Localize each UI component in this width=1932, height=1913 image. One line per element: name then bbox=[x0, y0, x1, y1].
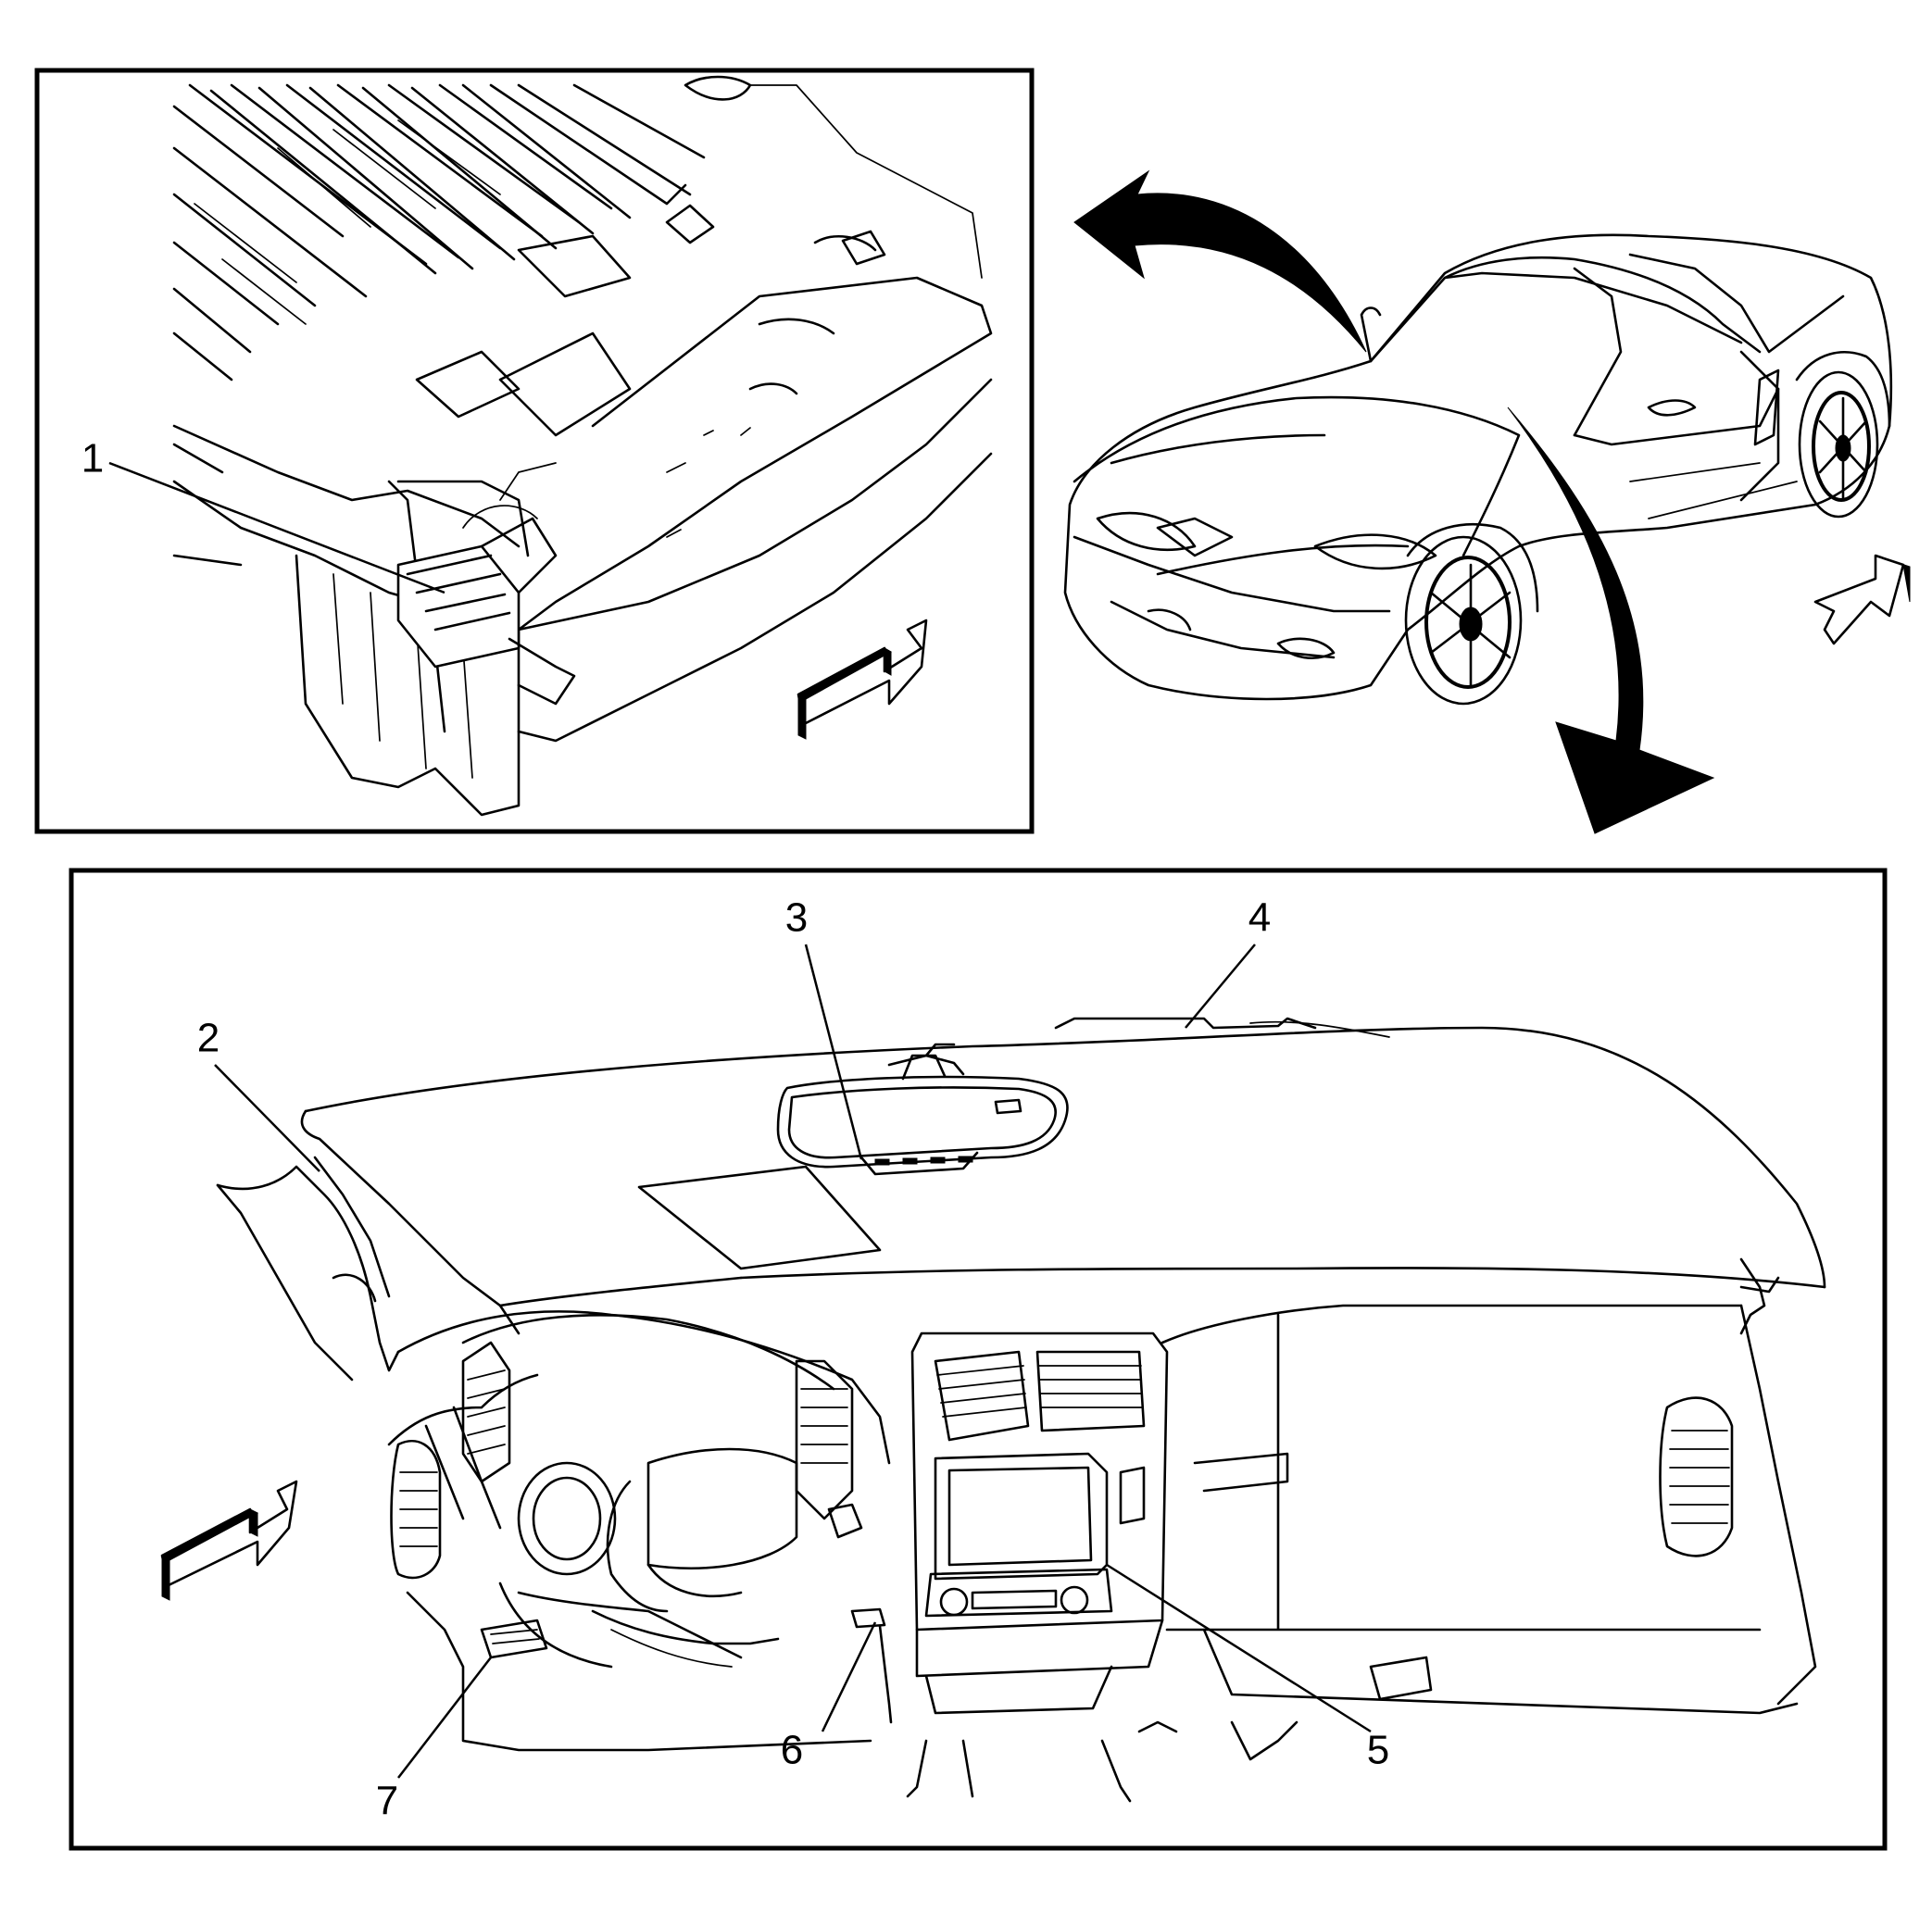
callout-2: 2 bbox=[197, 1016, 220, 1061]
instrument-panel-view: 2 3 4 5 6 7 bbox=[69, 868, 1888, 1851]
callout-1: 1 bbox=[82, 436, 104, 481]
detail-frame bbox=[34, 68, 1035, 834]
dash-top bbox=[300, 1017, 1826, 1335]
car-body bbox=[1063, 233, 1893, 706]
callout-4-leader bbox=[1185, 944, 1256, 1029]
left-vents bbox=[390, 1341, 863, 1580]
callout-3-leader bbox=[804, 944, 863, 1160]
callout-6-leader bbox=[821, 1621, 877, 1732]
callout-5-leader bbox=[1106, 1563, 1372, 1733]
callout-2-leader bbox=[214, 1064, 320, 1172]
lower-panels bbox=[406, 1591, 1298, 1803]
front-direction-arrow-icon-car bbox=[1813, 554, 1911, 645]
a-pillar bbox=[216, 1156, 400, 1382]
module-1 bbox=[396, 462, 576, 706]
callout-3: 3 bbox=[785, 895, 808, 941]
callout-4: 4 bbox=[1248, 895, 1271, 941]
callout-5: 5 bbox=[1367, 1728, 1389, 1773]
center-stack bbox=[910, 1332, 1169, 1715]
passenger-side-dash bbox=[1160, 1304, 1817, 1715]
floor-panel-ribs bbox=[172, 75, 983, 437]
instrument-panel-frame bbox=[69, 868, 1888, 1851]
callout-1-leader bbox=[108, 461, 445, 594]
front-direction-arrow-icon-panel bbox=[160, 1480, 298, 1601]
rearview-mirror bbox=[776, 1054, 1069, 1176]
vehicle-view bbox=[1063, 169, 1911, 834]
callout-7: 7 bbox=[376, 1779, 398, 1824]
callout-7-leader bbox=[397, 1657, 492, 1779]
instrument-cluster bbox=[387, 1310, 891, 1669]
callout-6: 6 bbox=[781, 1728, 803, 1773]
view-rotation-arrows-icon bbox=[1073, 169, 1715, 834]
console-tub bbox=[172, 276, 993, 817]
front-direction-arrow-icon bbox=[797, 619, 928, 740]
underside-detail-panel: 1 bbox=[34, 68, 1035, 834]
